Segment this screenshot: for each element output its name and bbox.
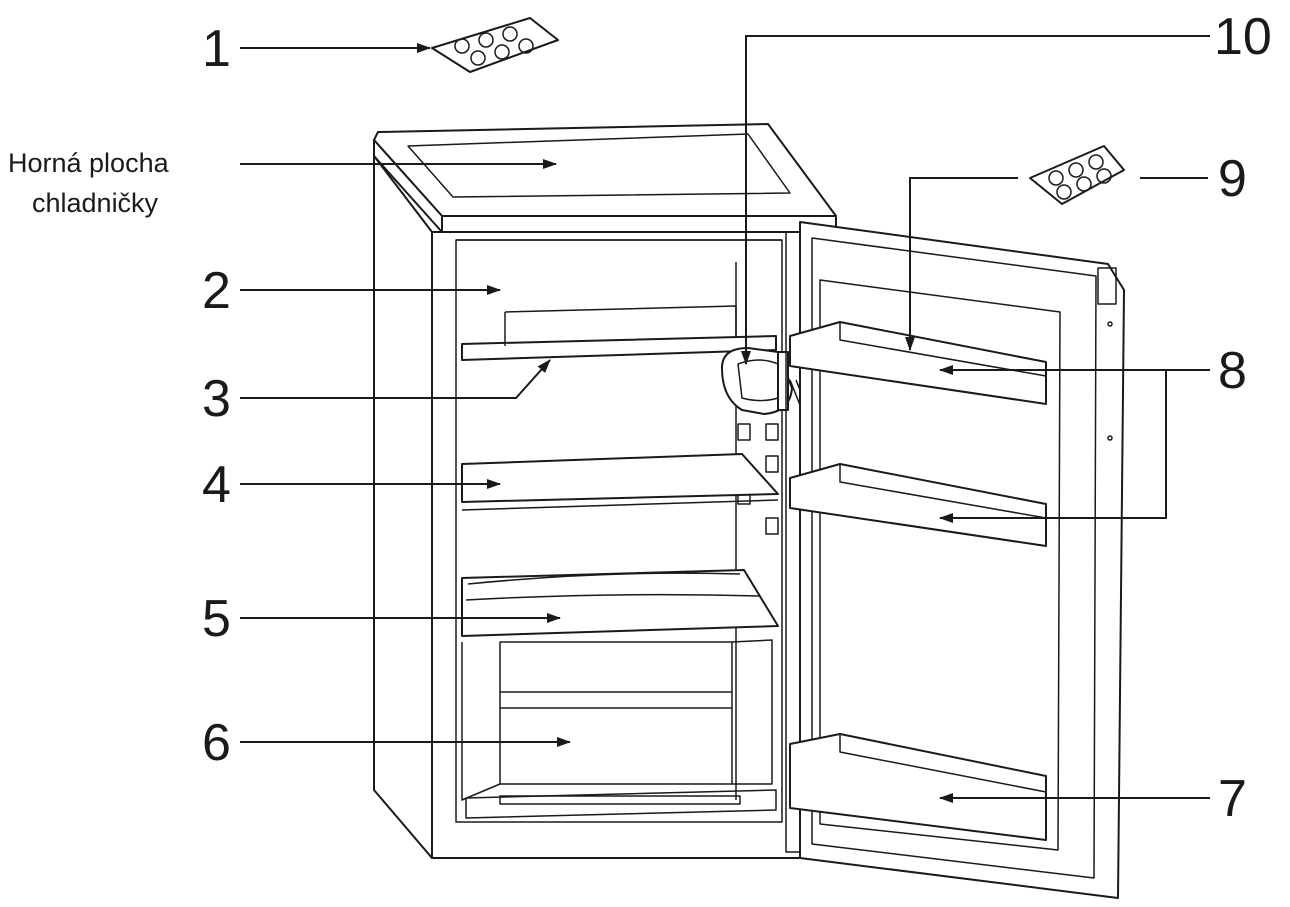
leader-3 xyxy=(240,359,551,399)
fridge-side-panel xyxy=(373,155,433,859)
egg-tray xyxy=(1029,145,1125,205)
ice-tray xyxy=(431,17,559,73)
callout-3: 3 xyxy=(202,370,231,428)
leader-lines xyxy=(240,35,1210,803)
label-top-surface-line1: Horná plocha xyxy=(8,148,170,178)
label-top-surface-line2: chladničky xyxy=(32,188,159,218)
door-balcony-lower xyxy=(789,463,1047,547)
crisper-drawer xyxy=(461,639,773,801)
callout-10: 10 xyxy=(1214,8,1272,66)
callout-2: 2 xyxy=(202,262,231,320)
callout-6: 6 xyxy=(202,714,231,772)
callout-1: 1 xyxy=(202,20,231,78)
callout-labels: 1 2 3 4 5 6 7 8 9 10 Horná plocha chladn… xyxy=(8,8,1272,828)
fridge-top-surface xyxy=(373,123,837,217)
leader-10 xyxy=(741,35,1210,365)
door-balcony-upper xyxy=(789,321,1047,405)
door-bottle-shelf xyxy=(789,733,1047,841)
callout-9: 9 xyxy=(1218,150,1247,208)
fridge-cabinet xyxy=(431,231,805,859)
callout-8: 8 xyxy=(1218,342,1247,400)
leader-8-lower xyxy=(939,369,1210,523)
callout-5: 5 xyxy=(202,590,231,648)
freezer-shelf xyxy=(461,335,777,361)
callout-4: 4 xyxy=(202,456,231,514)
fridge-illustration xyxy=(373,123,1125,899)
glass-shelf xyxy=(461,453,779,503)
leader-9 xyxy=(905,177,1018,351)
callout-7: 7 xyxy=(1218,770,1247,828)
